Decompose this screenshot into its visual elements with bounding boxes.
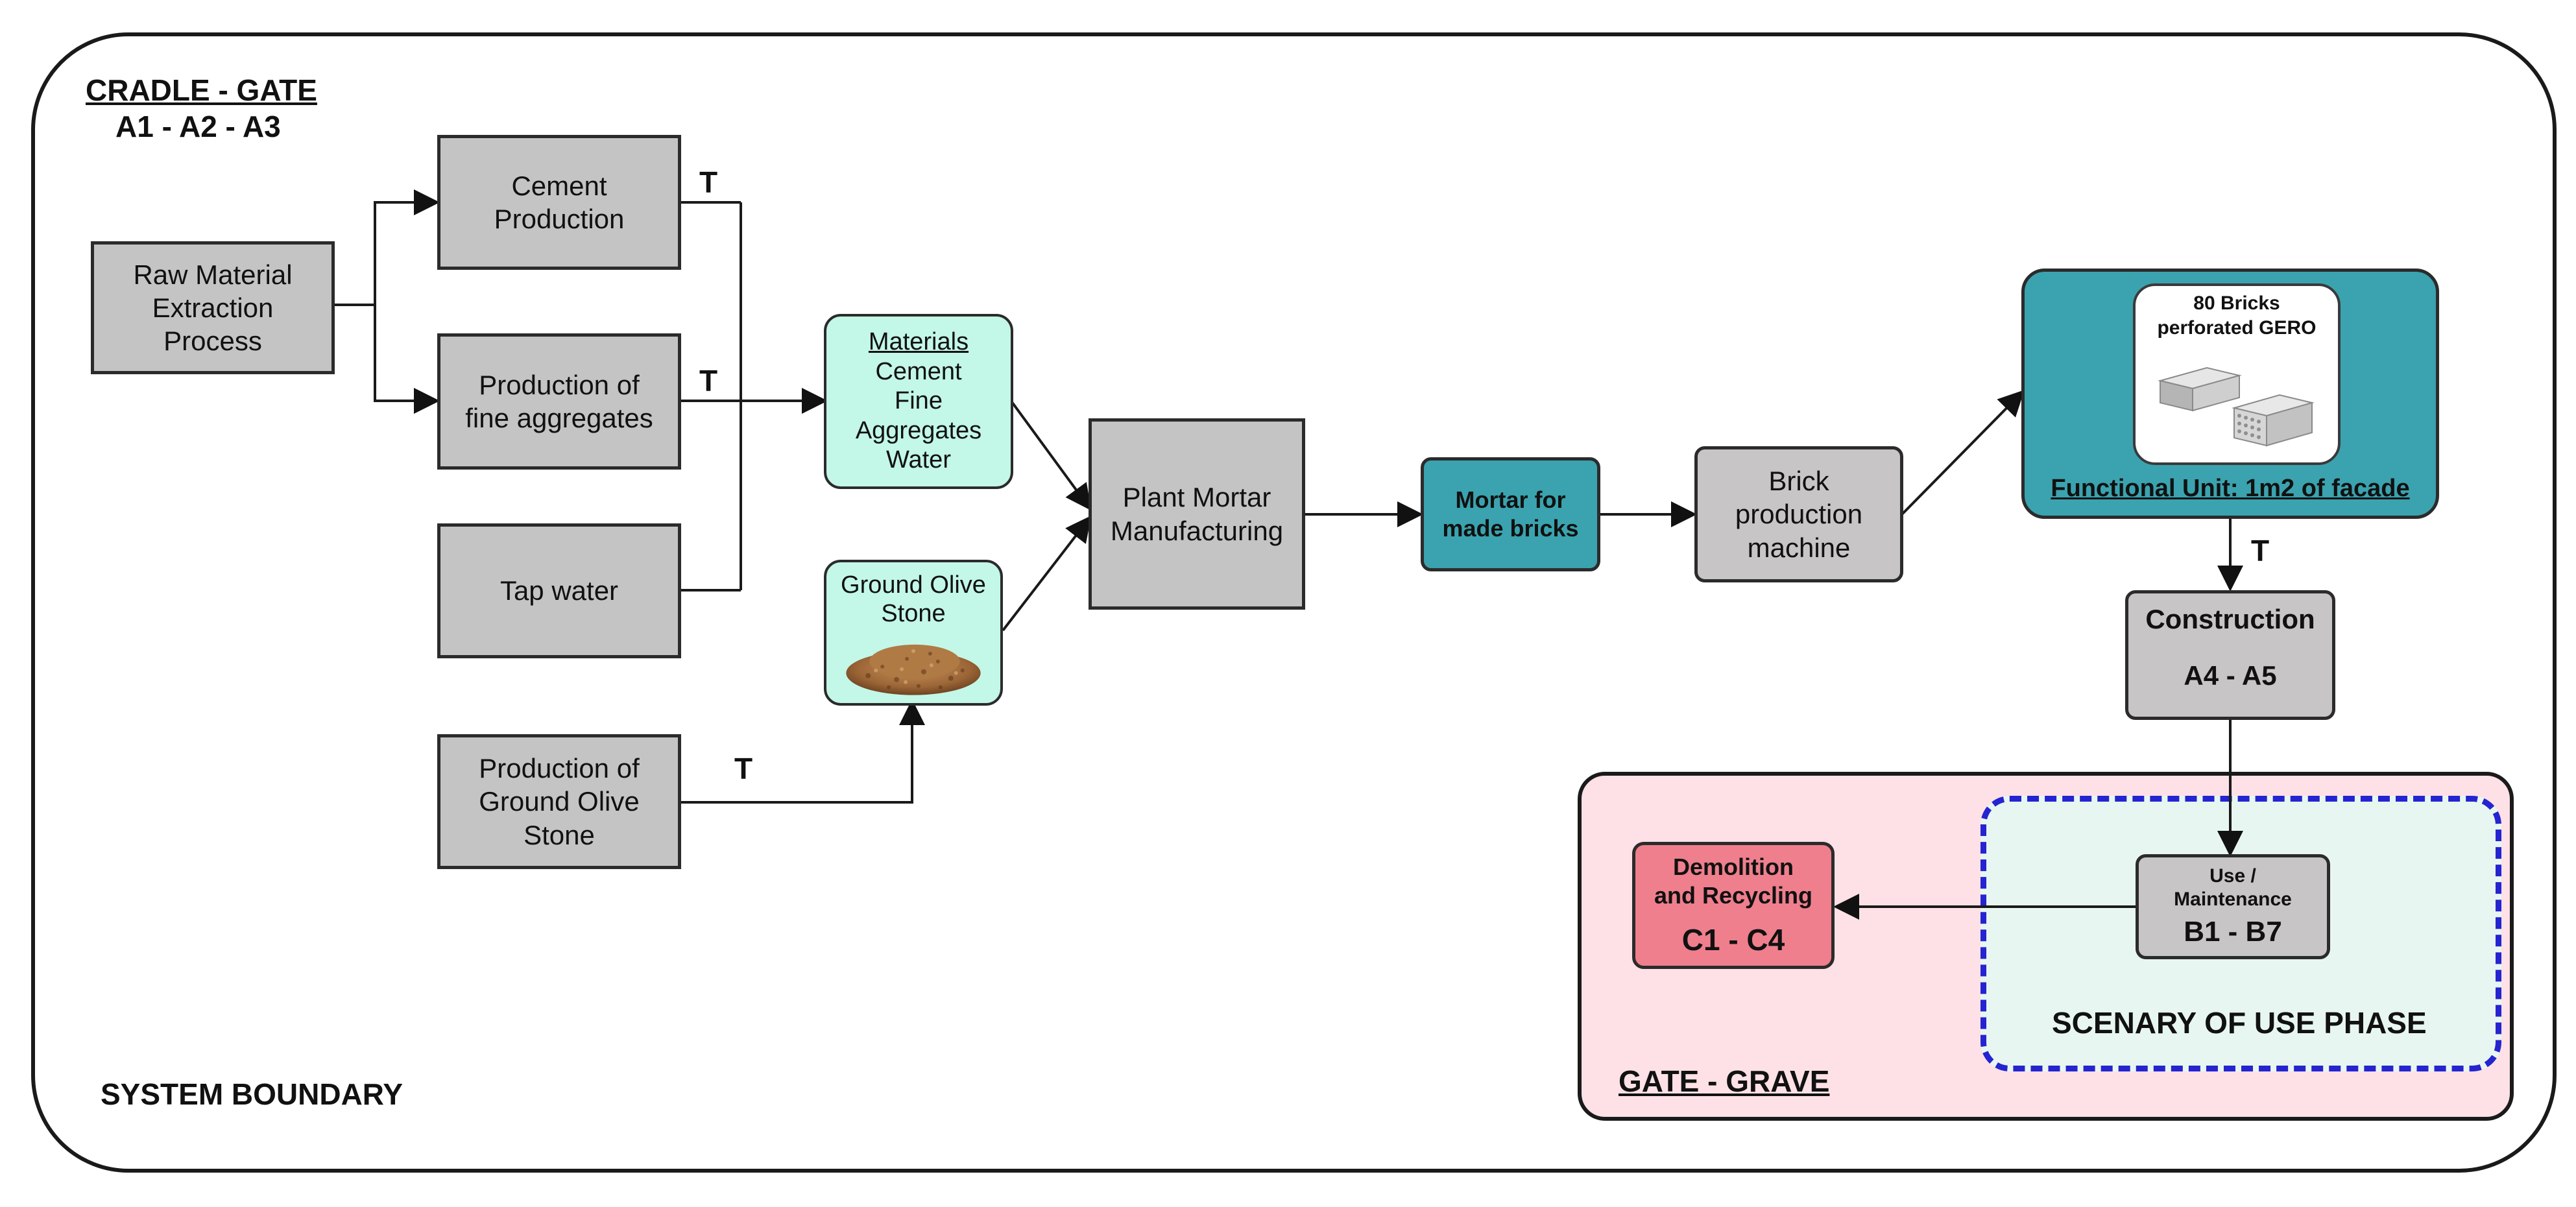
brick-machine-box: Brick production machine [1694, 446, 1903, 582]
brick-caption-line2: perforated GERO [2157, 317, 2317, 339]
demolition-box: Demolition and Recycling C1 - C4 [1632, 842, 1835, 969]
cradle-stages-label: A1 - A2 - A3 [115, 110, 281, 143]
transport-label-olive: T [734, 752, 753, 785]
brick-product-panel: 80 Bricks perforated GERO [2133, 283, 2341, 465]
mortar-bricks-box: Mortar for made bricks [1421, 457, 1600, 571]
materials-box: Materials Cement Fine Aggregates Water [824, 314, 1013, 489]
cradle-gate-label: CRADLE - GATE [86, 73, 317, 107]
perforated-brick-icon [2158, 366, 2315, 447]
raw-material-box: Raw Material Extraction Process [91, 241, 335, 374]
arrow-raw-to-aggregates [374, 305, 440, 414]
olive-stone-pile-icon [846, 645, 981, 696]
transport-label-construction: T [2251, 534, 2270, 568]
brick-caption-line1: 80 Bricks [2193, 293, 2280, 314]
tap-water-box: Tap water [437, 523, 681, 658]
fine-aggregates-box: Production of fine aggregates [437, 333, 681, 470]
scenary-label: SCENARY OF USE PHASE [2052, 1006, 2427, 1040]
system-boundary-label: SYSTEM BOUNDARY [101, 1077, 403, 1111]
arrow-materials-to-plant [1011, 401, 1092, 511]
transport-label-aggregates: T [699, 364, 718, 398]
arrow-raw-to-cement [333, 189, 440, 306]
arrow-olive-production [680, 699, 925, 804]
cement-production-box: Cement Production [437, 135, 681, 270]
gate-grave-label: GATE - GRAVE [1619, 1064, 1830, 1098]
functional-unit-label: Functional Unit: 1m2 of facade [2051, 475, 2410, 502]
ground-olive-box: Ground Olive Stone [824, 560, 1003, 706]
arrow-machine-to-fu [1901, 390, 2025, 516]
arrow-olive-to-plant [1002, 515, 1092, 632]
construction-box: Construction A4 - A5 [2125, 590, 2335, 720]
olive-production-box: Production of Ground Olive Stone [437, 734, 681, 869]
transport-label-cement: T [699, 165, 718, 199]
plant-mortar-box: Plant Mortar Manufacturing [1089, 418, 1305, 610]
use-maintenance-box: Use / Maintenance B1 - B7 [2136, 854, 2330, 959]
